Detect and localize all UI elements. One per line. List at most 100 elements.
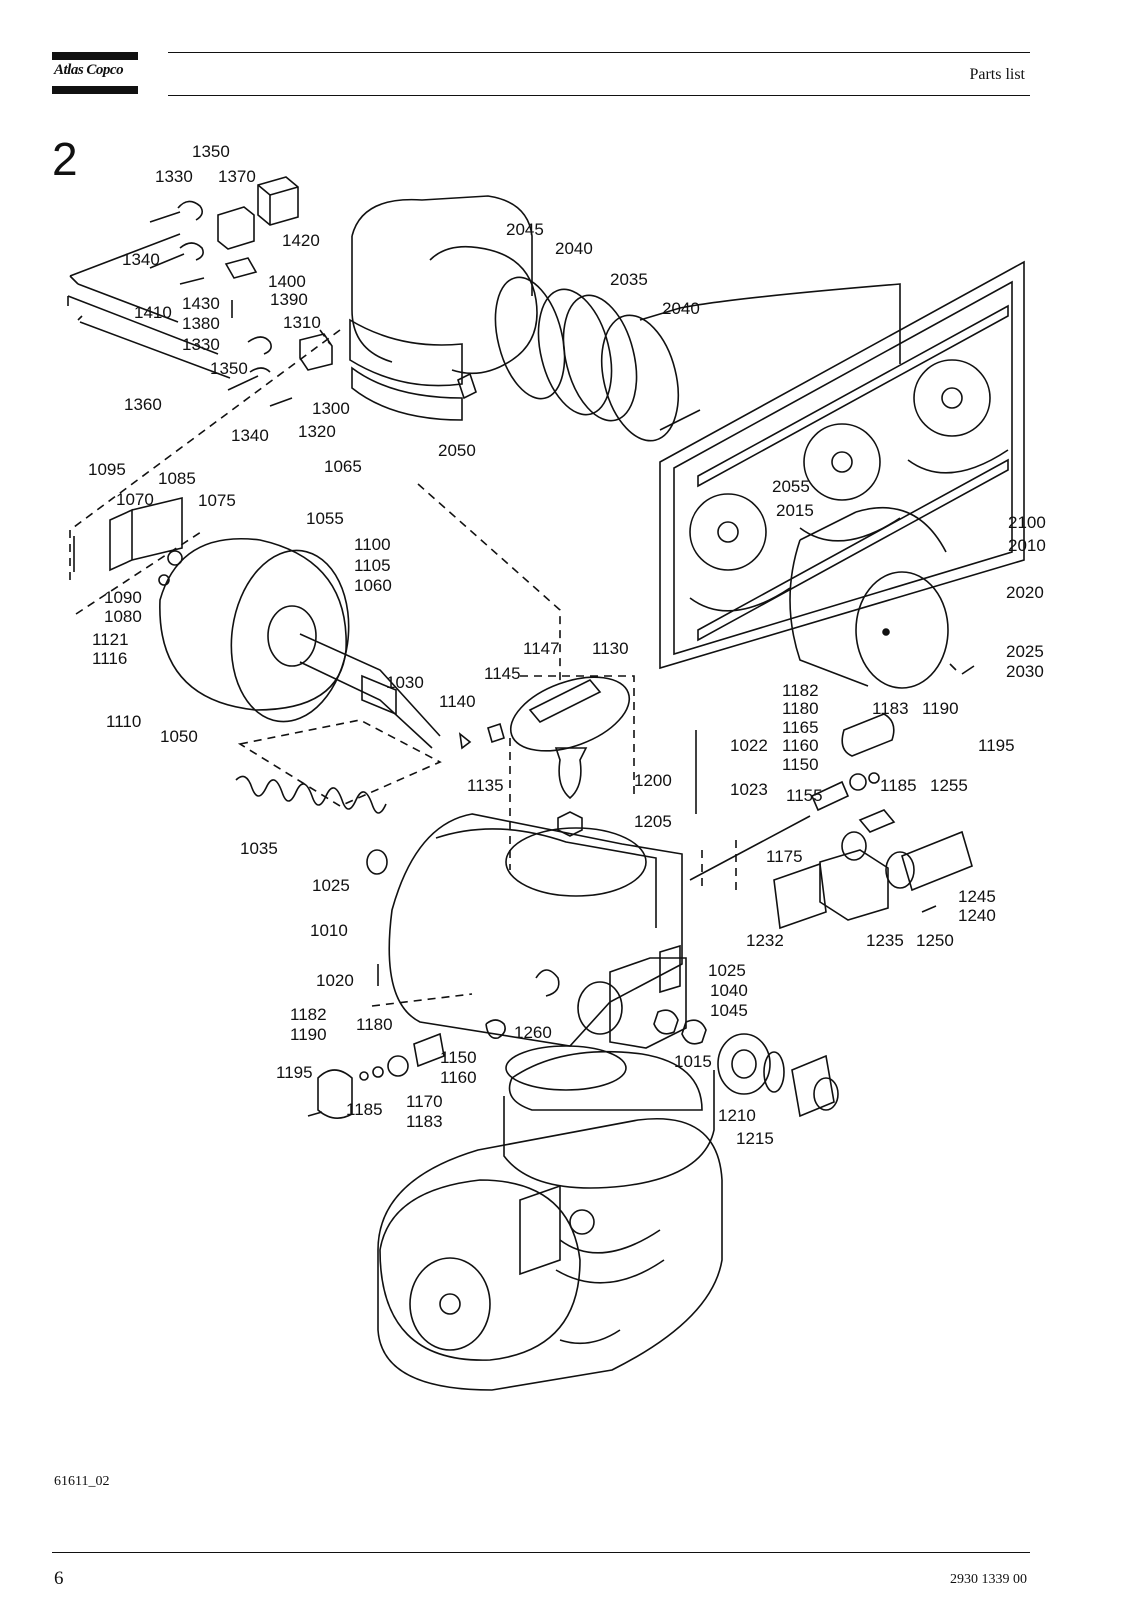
part-callout: 1147 (523, 639, 560, 658)
part-callout: 2025 (1006, 642, 1044, 661)
part-callout: 2055 (772, 477, 810, 496)
part-callout: 1300 (312, 399, 350, 418)
part-callout: 1180 (782, 699, 819, 718)
part-callout: 1090 (104, 588, 142, 607)
part-callout: 1360 (124, 395, 162, 414)
part-callout: 1025 (312, 876, 350, 895)
page-title: Parts list (969, 66, 1025, 83)
part-callout: 1200 (634, 771, 672, 790)
part-callout: 1250 (916, 931, 954, 950)
part-callout: 1110 (106, 712, 141, 731)
logo-bar-top (52, 52, 138, 60)
part-callout: 1245 (958, 887, 996, 906)
part-callout: 1045 (710, 1001, 748, 1020)
part-callout: 1050 (160, 727, 198, 746)
part-callout: 2040 (555, 239, 593, 258)
part-callout: 1155 (786, 786, 823, 805)
part-callout: 1340 (231, 426, 269, 445)
part-callout: 1100 (354, 535, 391, 554)
part-callout: 1310 (283, 313, 321, 332)
part-callout: 1160 (440, 1068, 477, 1087)
part-callout: 1260 (514, 1023, 552, 1042)
part-callout: 1075 (198, 491, 236, 510)
part-callout: 1183 (406, 1112, 443, 1131)
part-callout: 1320 (298, 422, 336, 441)
part-callout: 1370 (218, 167, 256, 186)
document-number: 2930 1339 00 (950, 1572, 1027, 1587)
part-callout: 1025 (708, 961, 746, 980)
atlas-copco-logo: Atlas Copco (52, 52, 138, 94)
part-callout: 1240 (958, 906, 996, 925)
part-callout: 1030 (386, 673, 424, 692)
part-callout: 1255 (930, 776, 968, 795)
part-callout: 1080 (104, 607, 142, 626)
part-callout: 1235 (866, 931, 904, 950)
part-callout: 1145 (484, 664, 521, 683)
part-callout: 1190 (922, 699, 959, 718)
drawing-reference: 61611_02 (54, 1474, 110, 1489)
part-callout: 2015 (776, 501, 814, 520)
part-callout: 1215 (736, 1129, 774, 1148)
part-callout: 1330 (182, 335, 220, 354)
part-callout: 1350 (192, 142, 230, 161)
part-callout: 1182 (290, 1005, 327, 1024)
part-callout: 2100 (1008, 513, 1046, 532)
part-callout: 1330 (155, 167, 193, 186)
part-callout: 1350 (210, 359, 248, 378)
part-callout: 1150 (782, 755, 819, 774)
part-callout: 1130 (592, 639, 629, 658)
callout-labels: 1350 1330 1370 1340 1420 1400 1410 1430 1390 1380… (88, 142, 1046, 1148)
part-callout: 2020 (1006, 583, 1044, 602)
figure-number: 2 (52, 133, 78, 185)
part-callout: 2040 (662, 299, 700, 318)
part-callout: 2030 (1006, 662, 1044, 681)
part-callout: 1150 (440, 1048, 477, 1067)
part-callout: 1400 (268, 272, 306, 291)
part-callout: 1340 (122, 250, 160, 269)
part-callout: 1195 (978, 736, 1015, 755)
part-callout: 1190 (290, 1025, 327, 1044)
part-callout: 1182 (782, 681, 819, 700)
part-callout: 1015 (674, 1052, 712, 1071)
part-callout: 1140 (439, 692, 476, 711)
part-callout: 1023 (730, 780, 768, 799)
logo-bar-bottom (52, 86, 138, 94)
part-callout: 1232 (746, 931, 784, 950)
part-callout: 1420 (282, 231, 320, 250)
part-callout: 1390 (270, 290, 308, 309)
part-callout: 1035 (240, 839, 278, 858)
part-callout: 1121 (92, 630, 129, 649)
part-callout: 1116 (92, 649, 127, 668)
part-callout: 1185 (880, 776, 917, 795)
part-callout: 2010 (1008, 536, 1046, 555)
part-callout: 1095 (88, 460, 126, 479)
header-rule-top (168, 52, 1030, 53)
part-callout: 1410 (134, 303, 172, 322)
part-callout: 1135 (467, 776, 504, 795)
part-callout: 1210 (718, 1106, 756, 1125)
part-callout: 1022 (730, 736, 768, 755)
part-callout: 1055 (306, 509, 344, 528)
part-callout: 1160 (782, 736, 819, 755)
part-callout: 2050 (438, 441, 476, 460)
logo-wordmark: Atlas Copco (54, 62, 124, 78)
part-callout: 1105 (354, 556, 391, 575)
part-callout: 1165 (782, 718, 819, 737)
part-callout: 1380 (182, 314, 220, 333)
part-callout: 1085 (158, 469, 196, 488)
part-callout: 1183 (872, 699, 909, 718)
part-callout: 1170 (406, 1092, 443, 1111)
footer-rule (52, 1552, 1030, 1553)
part-callout: 1060 (354, 576, 392, 595)
part-callout: 1010 (310, 921, 348, 940)
part-callout: 1180 (356, 1015, 393, 1034)
part-callout: 1020 (316, 971, 354, 990)
part-callout: 2045 (506, 220, 544, 239)
part-callout: 1040 (710, 981, 748, 1000)
part-callout: 1185 (346, 1100, 383, 1119)
part-callout: 1070 (116, 490, 154, 509)
part-callout: 1195 (276, 1063, 313, 1082)
part-callout: 1430 (182, 294, 220, 313)
diagram-line-art (67, 176, 1025, 1391)
part-callout: 1205 (634, 812, 672, 831)
